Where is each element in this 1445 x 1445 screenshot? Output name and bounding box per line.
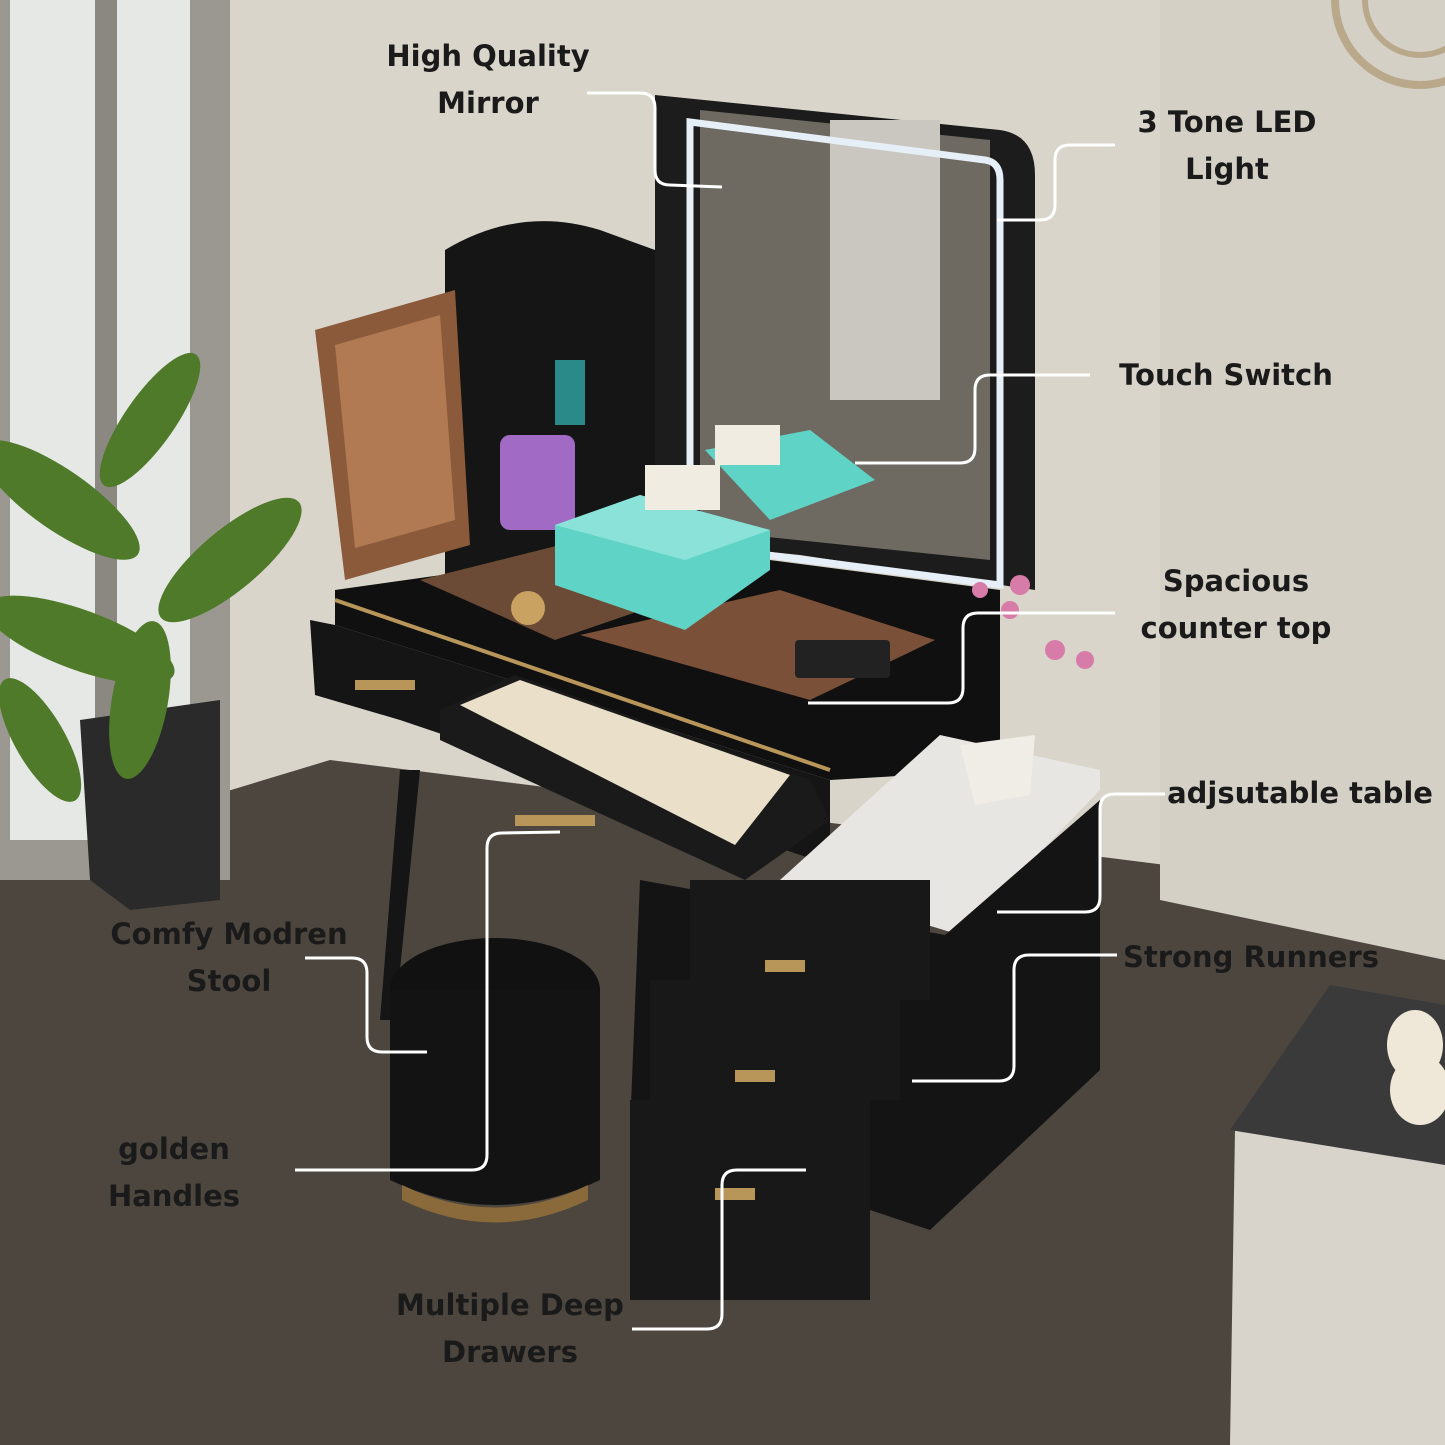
callout-stool-line2: Stool: [186, 964, 272, 998]
callout-mirror-line1: High Quality: [386, 39, 590, 73]
callout-handles: golden Handles: [84, 1126, 264, 1220]
tissue-box: [645, 465, 720, 510]
gold-trim: [334, 598, 831, 772]
tissue-box-2: [715, 425, 780, 465]
decor-vase-2: [1390, 1055, 1445, 1125]
callout-drawers-line1: Multiple Deep: [396, 1288, 624, 1322]
flower-pot: [960, 735, 1035, 805]
drawer-handle-1: [765, 960, 805, 972]
drawer-handle-center: [515, 815, 595, 826]
callout-counter-line2: counter top: [1140, 611, 1332, 645]
leader-line-stool: [305, 956, 427, 1054]
wall-decor-inner: [1362, 0, 1445, 58]
stool-body: [390, 990, 600, 1205]
callout-drawers: Multiple Deep Drawers: [385, 1282, 635, 1376]
cabinet-door-panel: [335, 315, 455, 548]
desk-leg: [380, 770, 420, 1020]
drawer-handle-3: [715, 1188, 755, 1200]
callout-mirror-line2: Mirror: [437, 86, 539, 120]
plant-leaves: [0, 352, 302, 802]
organizer-top: [555, 495, 770, 560]
callout-touch-line1: Touch Switch: [1119, 358, 1333, 392]
drawer-handle-left: [355, 680, 415, 690]
right-wall-panel: [1160, 0, 1445, 960]
wall-decor: [1331, 0, 1445, 89]
leader-line-counter: [808, 611, 1115, 705]
callout-drawers-line2: Drawers: [442, 1335, 578, 1369]
leader-line-mirror: [587, 91, 723, 189]
side-cabinet: [445, 221, 655, 591]
callout-led: 3 Tone LED Light: [1117, 99, 1337, 193]
callout-adjust-line1: adjsutable table: [1167, 776, 1433, 810]
leader-lines: [295, 91, 1165, 1331]
callout-led-line2: Light: [1185, 152, 1269, 186]
callout-touch: Touch Switch: [1106, 352, 1346, 399]
leader-line-drawers: [632, 1168, 806, 1331]
callout-mirror: High Quality Mirror: [373, 33, 603, 127]
callout-runners-line1: Strong Runners: [1123, 940, 1379, 974]
callout-counter: Spacious counter top: [1126, 558, 1346, 652]
leader-line-touch: [855, 373, 1090, 465]
callout-runners: Strong Runners: [1116, 934, 1386, 981]
leader-line-adjust: [997, 792, 1165, 914]
callout-adjust: adjsutable table: [1160, 770, 1440, 817]
callout-stool: Comfy Modren Stool: [99, 911, 359, 1005]
stool-base: [402, 1185, 588, 1223]
cosmetic-jar: [511, 591, 545, 625]
leader-line-runners: [912, 953, 1117, 1083]
callout-handles-line2: Handles: [107, 1179, 241, 1213]
open-drawer-interior: [460, 680, 790, 845]
callout-stool-line1: Comfy Modren: [110, 917, 348, 951]
led-light-frame: [686, 118, 1004, 589]
drawer-handle-2: [735, 1070, 775, 1082]
storage-bin: [500, 435, 575, 530]
callout-counter-line1: Spacious: [1162, 564, 1310, 598]
callout-led-line1: 3 Tone LED: [1137, 105, 1317, 139]
mirror-window-reflection: [830, 120, 940, 400]
brush-cup: [555, 360, 585, 425]
leader-line-handles: [295, 830, 561, 1172]
leader-line-led: [997, 143, 1115, 222]
eyeshadow-palette: [795, 640, 890, 678]
callout-handles-line1: golden: [118, 1132, 230, 1166]
